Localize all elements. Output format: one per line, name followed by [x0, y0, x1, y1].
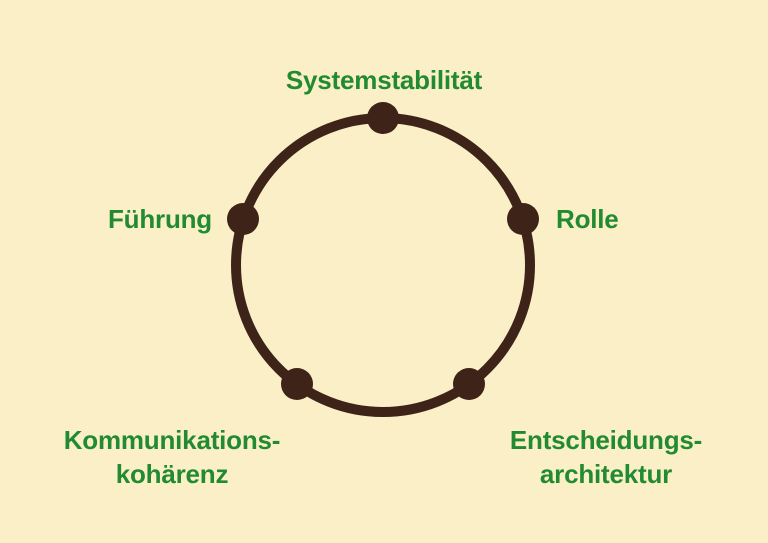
node-label-fuehrung: Führung: [107, 204, 212, 234]
node-dot-fuehrung[interactable]: [227, 203, 259, 235]
node-label-line-1: Entscheidungs-: [509, 425, 703, 455]
node-label-entscheidungsarchitektur: Entscheidungs-architektur: [452, 423, 760, 492]
node-dot-kommunikationskohaerenz[interactable]: [281, 368, 313, 400]
cycle-ring: [231, 113, 535, 417]
node-dot-rolle[interactable]: [507, 203, 539, 235]
node-label-kommunikationskohaerenz: Kommunikations-kohärenz: [12, 423, 332, 492]
node-label-line-2: kohärenz: [115, 459, 229, 490]
node-label-systemstabilitaet: Systemstabilität: [285, 65, 483, 95]
node-dot-systemstabilitaet[interactable]: [367, 102, 399, 134]
node-label-rolle: Rolle: [556, 204, 619, 234]
node-dot-entscheidungsarchitektur[interactable]: [453, 368, 485, 400]
node-label-line-1: Kommunikations-: [63, 425, 281, 455]
node-label-line-2: architektur: [539, 459, 673, 490]
